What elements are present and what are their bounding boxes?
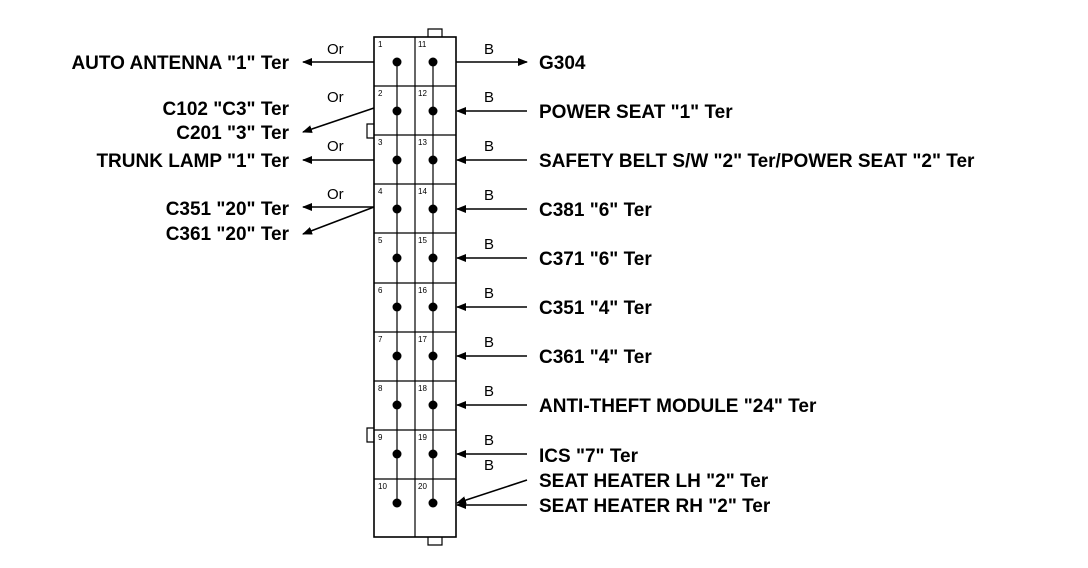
- pin-number-18: 18: [418, 384, 427, 393]
- pin-number-15: 15: [418, 236, 427, 245]
- left-wires: [302, 58, 375, 235]
- pin-dot-4: [392, 204, 402, 214]
- pin-dot-16: [428, 302, 438, 312]
- pin-number-13: 13: [418, 138, 427, 147]
- left-pin-dots: [392, 57, 402, 508]
- label-safety-belt-power-seat-2: SAFETY BELT S/W "2" Ter/POWER SEAT "2" T…: [539, 151, 975, 172]
- pin-dot-6: [392, 302, 402, 312]
- pin-dot-17: [428, 351, 438, 361]
- wire-color-b-5: B: [484, 236, 494, 253]
- label-c361-20: C361 "20" Ter: [166, 224, 290, 245]
- pin-dot-11: [428, 57, 438, 67]
- wire-color-b-7: B: [484, 334, 494, 351]
- pin-number-12: 12: [418, 89, 427, 98]
- wire-color-b-10: B: [484, 457, 494, 474]
- wire-color-or-2: Or: [327, 89, 344, 106]
- pin-dot-1: [392, 57, 402, 67]
- pin-dot-5: [392, 253, 402, 263]
- pin-number-7: 7: [378, 335, 383, 344]
- pin-number-3: 3: [378, 138, 383, 147]
- pin-dot-8: [392, 400, 402, 410]
- wire-color-codes: Or Or Or Or B B B B B B B B B B: [327, 41, 494, 474]
- wire-color-b-6: B: [484, 285, 494, 302]
- pin-number-1: 1: [378, 40, 383, 49]
- wire-color-b-2: B: [484, 89, 494, 106]
- wire-color-or-3: Or: [327, 138, 344, 155]
- pin-number-10: 10: [378, 482, 387, 491]
- right-labels: G304 POWER SEAT "1" Ter SAFETY BELT S/W …: [539, 53, 975, 517]
- pin-dot-2: [392, 106, 402, 116]
- label-trunk-lamp: TRUNK LAMP "1" Ter: [96, 151, 289, 172]
- label-c351-20: C351 "20" Ter: [166, 199, 290, 220]
- wire-color-b-9: B: [484, 432, 494, 449]
- connector-body: [366, 28, 457, 546]
- pin-number-6: 6: [378, 286, 383, 295]
- wire-color-b-8: B: [484, 383, 494, 400]
- pin-number-14: 14: [418, 187, 427, 196]
- pin-dot-3: [392, 155, 402, 165]
- wire-color-b-1: B: [484, 41, 494, 58]
- pin-dot-15: [428, 253, 438, 263]
- label-ics-7: ICS "7" Ter: [539, 446, 639, 467]
- pin-dot-10: [392, 498, 402, 508]
- wire-color-or-4: Or: [327, 186, 344, 203]
- label-c351-4: C351 "4" Ter: [539, 298, 652, 319]
- pin-number-11: 11: [418, 40, 427, 49]
- pin-dot-19: [428, 449, 438, 459]
- pin-dot-7: [392, 351, 402, 361]
- pin-dot-9: [392, 449, 402, 459]
- label-power-seat-1: POWER SEAT "1" Ter: [539, 102, 733, 123]
- label-c361-4: C361 "4" Ter: [539, 347, 652, 368]
- label-seat-heater-lh: SEAT HEATER LH "2" Ter: [539, 471, 769, 492]
- label-c201-3: C201 "3" Ter: [176, 123, 289, 144]
- pin-number-19: 19: [418, 433, 427, 442]
- pin-dot-14: [428, 204, 438, 214]
- pin-number-5: 5: [378, 236, 383, 245]
- pin-numbers: 1 2 3 4 5 6 7 8 9 10 11 12 13 14 15 16 1…: [378, 40, 427, 491]
- pin-number-17: 17: [418, 335, 427, 344]
- label-anti-theft-module: ANTI-THEFT MODULE "24" Ter: [539, 396, 817, 417]
- label-g304: G304: [539, 53, 586, 74]
- label-seat-heater-rh: SEAT HEATER RH "2" Ter: [539, 496, 771, 517]
- label-auto-antenna: AUTO ANTENNA "1" Ter: [71, 53, 289, 74]
- pin-number-4: 4: [378, 187, 383, 196]
- pin-dot-13: [428, 155, 438, 165]
- label-c102-c3: C102 "C3" Ter: [163, 99, 290, 120]
- pin-number-20: 20: [418, 482, 427, 491]
- pin-dot-12: [428, 106, 438, 116]
- wire-color-b-3: B: [484, 138, 494, 155]
- left-labels: AUTO ANTENNA "1" Ter C102 "C3" Ter C201 …: [71, 53, 289, 245]
- pin-dot-18: [428, 400, 438, 410]
- wire-color-b-4: B: [484, 187, 494, 204]
- pin-number-8: 8: [378, 384, 383, 393]
- wire-color-or-1: Or: [327, 41, 344, 58]
- pin-number-16: 16: [418, 286, 427, 295]
- label-c381-6: C381 "6" Ter: [539, 200, 652, 221]
- right-pin-dots: [428, 57, 438, 508]
- pin-number-2: 2: [378, 89, 383, 98]
- pin-dot-20: [428, 498, 438, 508]
- right-wires: [456, 58, 528, 509]
- label-c371-6: C371 "6" Ter: [539, 249, 652, 270]
- pin-number-9: 9: [378, 433, 383, 442]
